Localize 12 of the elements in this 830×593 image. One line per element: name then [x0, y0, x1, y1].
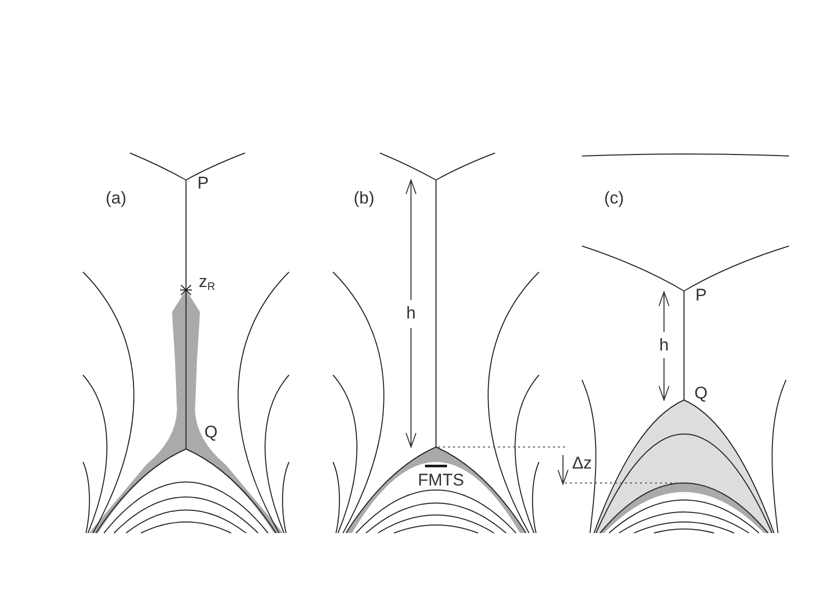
label-text: z$_{R}$: [198, 273, 216, 293]
label-text: FMTS: [418, 472, 464, 488]
label-text: P: [197, 174, 209, 192]
label-text: Q: [694, 384, 708, 402]
label-text: (b): [354, 190, 374, 206]
label-text: (c): [604, 190, 624, 206]
label-text: P: [695, 286, 707, 304]
label-text: h: [406, 304, 416, 322]
label-text: (a): [106, 190, 126, 206]
label-text: Q: [204, 424, 218, 440]
label-text: Δz: [572, 454, 592, 472]
label-text: h: [659, 336, 669, 354]
